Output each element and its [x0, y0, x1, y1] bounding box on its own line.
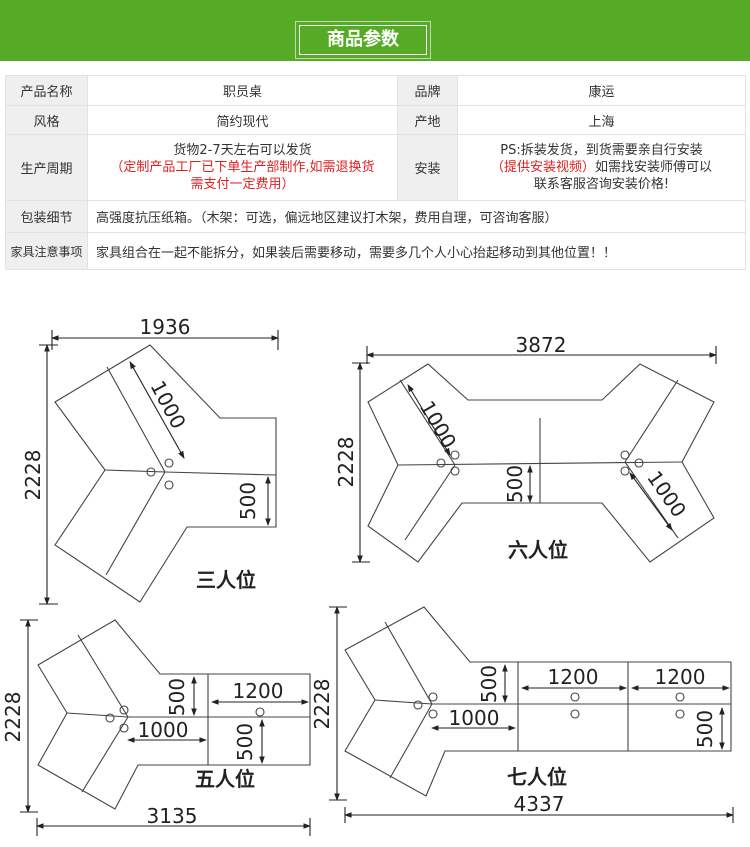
six-height-text: 2228 [334, 437, 358, 488]
five-depth-b-text: 500 [233, 723, 257, 761]
cable-hole [428, 692, 438, 702]
wing-dim-line [129, 361, 185, 459]
five-length-text: 1200 [233, 679, 284, 703]
divider-line [404, 464, 456, 541]
cable-hole [620, 450, 630, 460]
seven-height-text: 2228 [310, 679, 334, 730]
five-wing-text: 1000 [138, 718, 189, 742]
install-video-note: （提供安装视频） [490, 160, 595, 175]
divider-line [374, 699, 433, 705]
six-caption: 六人位 [508, 538, 568, 562]
three-seat-drawing: 1936 2228 1000 500 三人位 [21, 315, 279, 605]
style-value: 简约现代 [87, 105, 398, 135]
six-seat-outline [367, 363, 715, 563]
five-seat-outline [37, 619, 311, 810]
pack-value: 高强度抗压纸箱。（木架：可选，偏远地区建议打木架，费用自理，可咨询客服） [87, 200, 746, 233]
table-row: 家具注意事项 家具组合在一起不能拆分，如果装后需要移动，需要多几个人小心抬起移动… [5, 232, 746, 270]
cable-hole [436, 458, 446, 468]
seven-seat-drawing: 2228 4337 500 1200 1200 1000 500 七人位 [310, 606, 734, 823]
table-row: 包装细节 高强度抗压纸箱。（木架：可选，偏远地区建议打木架，费用自理，可咨询客服… [5, 200, 746, 233]
cable-hole [634, 458, 644, 468]
cable-hole [675, 709, 685, 719]
cycle-line-1: 货物2-7天左右可以发货 [173, 143, 312, 158]
seven-seat-outline [344, 606, 732, 797]
five-width-text: 3135 [147, 804, 198, 828]
care-label: 家具注意事项 [5, 232, 88, 270]
install-line-3: 联系客服咨询安装价格! [533, 177, 670, 192]
divider-line [384, 621, 433, 705]
cycle-line-2: （定制产品工厂已下单生产部制作,如需退换货 [110, 160, 375, 175]
three-seat-outline [54, 344, 277, 603]
seven-depth-a-text: 500 [477, 665, 501, 703]
divider-line [66, 712, 129, 718]
brand-value: 康运 [457, 75, 746, 106]
product-params-table: 产品名称 职员桌 品牌 康运 风格 简约现代 产地 上海 生产周期 货物2-7天… [5, 75, 746, 270]
cable-hole [428, 709, 438, 719]
five-height-text: 2228 [1, 692, 25, 743]
five-caption: 五人位 [195, 767, 255, 791]
divider-line [81, 716, 129, 793]
cable-hole [675, 692, 685, 702]
seven-wing-text: 1000 [449, 706, 500, 730]
wing-dim-line [629, 472, 673, 531]
table-row: 生产周期 货物2-7天左右可以发货 （定制产品工厂已下单生产部制作,如需退换货 … [5, 134, 746, 201]
cycle-value: 货物2-7天左右可以发货 （定制产品工厂已下单生产部制作,如需退换货 需支付一定… [87, 134, 398, 201]
cable-hole [450, 466, 460, 476]
origin-label: 产地 [397, 105, 458, 135]
seven-caption: 七人位 [507, 765, 567, 789]
style-label: 风格 [5, 105, 88, 135]
cable-hole [164, 458, 174, 468]
seven-depth-b-text: 500 [693, 710, 717, 748]
care-value: 家具组合在一起不能拆分，如果装后需要移动，需要多几个人小心抬起移动到其他位置！！ [87, 232, 746, 270]
origin-value: 上海 [457, 105, 746, 135]
six-depth-text: 500 [503, 465, 527, 503]
cable-hole [164, 480, 174, 490]
divider-line [624, 379, 679, 463]
cable-hole [146, 467, 156, 477]
install-label: 安装 [397, 134, 458, 201]
five-depth-a-text: 500 [165, 678, 189, 716]
divider-line [164, 471, 277, 476]
seven-length-b-text: 1200 [655, 665, 706, 689]
cable-hole [570, 709, 580, 719]
six-seat-drawing: 3872 2228 1000 1000 500 六人位 [334, 333, 717, 563]
wing-dim-line [407, 384, 451, 456]
pack-label: 包装细节 [5, 200, 88, 233]
cable-hole [620, 466, 630, 476]
cable-hole [450, 450, 460, 460]
seven-length-a-text: 1200 [548, 665, 599, 689]
table-row: 风格 简约现代 产地 上海 [5, 105, 746, 135]
install-value: PS:拆装发货，到货需要亲自行安装 （提供安装视频）如需找安装师傅可以 联系客服… [457, 134, 746, 201]
cable-hole [119, 723, 129, 733]
three-depth-text: 500 [236, 482, 260, 520]
cycle-line-3: 需支付一定费用） [190, 177, 295, 192]
five-seat-drawing: 2228 3135 500 1200 1000 500 五人位 [1, 619, 311, 836]
install-line-1: PS:拆装发货，到货需要亲自行安装 [500, 143, 703, 158]
divider-line [389, 703, 433, 779]
three-width-text: 1936 [140, 315, 191, 339]
six-wing-right-text: 1000 [642, 466, 691, 521]
cable-hole [119, 705, 129, 715]
cable-hole [413, 700, 423, 710]
seven-width-text: 4337 [514, 792, 565, 816]
cable-hole [255, 707, 265, 717]
divider-line [77, 634, 129, 718]
header-banner: 商品参数 [0, 0, 750, 61]
table-row: 产品名称 职员桌 品牌 康运 [5, 75, 746, 106]
three-height-text: 2228 [21, 450, 45, 501]
divider-line [104, 469, 166, 473]
cycle-label: 生产周期 [5, 134, 88, 201]
six-wing-left-text: 1000 [415, 396, 461, 452]
cable-hole [570, 692, 580, 702]
section-title: 商品参数 [295, 21, 431, 59]
three-caption: 三人位 [196, 568, 256, 592]
three-wing-text: 1000 [146, 377, 191, 433]
divider-line [105, 471, 166, 576]
cable-hole [105, 713, 115, 723]
install-line-2-wrap: （提供安装视频）如需找安装师傅可以 [462, 159, 741, 176]
six-width-text: 3872 [516, 333, 567, 357]
install-line-2: 如需找安装师傅可以 [595, 160, 713, 175]
